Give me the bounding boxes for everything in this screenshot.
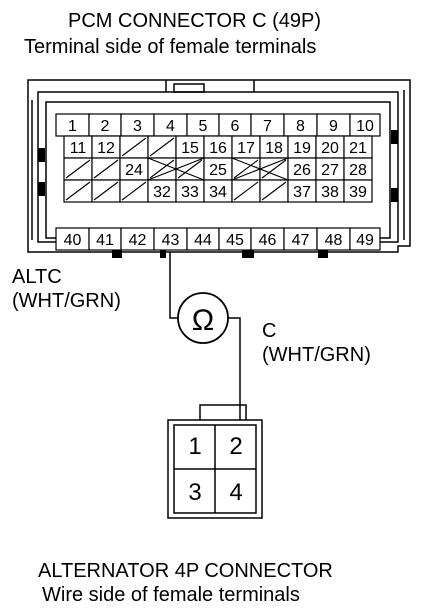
pcm-terminal-label: 45 — [226, 232, 244, 249]
unused-cavity-mark — [261, 181, 287, 201]
pcm-terminal-label: 34 — [209, 184, 227, 201]
pcm-terminal-label: 3 — [133, 118, 142, 135]
ohmmeter-icon: Ω — [177, 292, 229, 344]
alternator-terminal-2: 2 — [229, 433, 242, 460]
pcm-terminal-label: 17 — [237, 140, 255, 157]
pcm-terminal-label: 20 — [321, 140, 339, 157]
unused-cavity-mark — [65, 181, 91, 201]
alternator-connector-title: ALTERNATOR 4P CONNECTOR — [38, 560, 333, 582]
pcm-terminal-label: 47 — [292, 232, 310, 249]
pcm-terminal-label: 5 — [199, 118, 208, 135]
pcm-wire-name: ALTC — [12, 266, 62, 288]
pcm-terminal-label: 32 — [153, 184, 171, 201]
pcm-terminal-label: 16 — [209, 140, 227, 157]
pcm-terminal-label: 6 — [231, 118, 240, 135]
pcm-terminal-label: 44 — [194, 232, 212, 249]
pcm-terminal-label: 18 — [265, 140, 283, 157]
pcm-terminal-49 — [349, 227, 381, 251]
pcm-terminal-label: 33 — [181, 184, 199, 201]
pcm-terminal-label: 15 — [181, 140, 199, 157]
unused-cavity-mark — [93, 159, 119, 179]
pcm-terminal-label: 24 — [125, 162, 143, 179]
alternator-wire-name: C — [262, 320, 277, 342]
pcm-terminal-label: 40 — [64, 232, 82, 249]
pcm-terminal-label: 26 — [293, 162, 311, 179]
pcm-terminal-label: 9 — [329, 118, 338, 135]
alternator-wire-color: (WHT/GRN) — [262, 344, 371, 366]
pcm-terminal-label: 12 — [97, 140, 115, 157]
unused-cavity-mark — [231, 157, 289, 181]
housing-latches — [38, 130, 398, 258]
unused-cavity-mark — [149, 137, 175, 157]
pcm-terminal-label: 42 — [129, 232, 147, 249]
pcm-connector-title: PCM CONNECTOR C (49P) — [68, 10, 321, 32]
unused-cavity-mark — [147, 157, 205, 181]
unused-cavity-mark — [177, 159, 203, 179]
pcm-terminal-label: 48 — [325, 232, 343, 249]
unused-cavity-mark — [65, 159, 91, 179]
pcm-terminal-label: 37 — [293, 184, 311, 201]
pcm-terminal-label: 1 — [68, 118, 77, 135]
pcm-terminal-label: 41 — [96, 232, 114, 249]
pcm-terminal-label: 25 — [209, 162, 227, 179]
unused-cavity-mark — [261, 159, 287, 179]
unused-cavity-mark — [121, 137, 147, 157]
unused-cavity-mark — [233, 181, 259, 201]
alternator-terminal-1: 1 — [188, 433, 201, 460]
pcm-terminal-label: 27 — [321, 162, 339, 179]
pcm-terminal-label: 8 — [296, 118, 305, 135]
pcm-terminal-label: 7 — [263, 118, 272, 135]
pcm-terminal-label: 4 — [166, 118, 175, 135]
pcm-terminal-label: 49 — [356, 232, 374, 249]
pcm-wire-color: (WHT/GRN) — [12, 290, 121, 312]
pcm-terminal-39 — [343, 179, 373, 203]
pcm-terminal-label: 38 — [321, 184, 339, 201]
alternator-connector-subtitle: Wire side of female terminals — [42, 584, 300, 606]
pcm-terminal-label: 21 — [349, 140, 367, 157]
pcm-terminal-label: 43 — [162, 232, 180, 249]
pcm-terminal-label: 2 — [101, 118, 110, 135]
pcm-terminal-label: 28 — [349, 162, 367, 179]
pcm-connector-subtitle: Terminal side of female terminals — [24, 36, 317, 58]
unused-cavity-mark — [149, 159, 175, 179]
alternator-terminal-grid: 1 2 3 4 — [188, 433, 242, 506]
unused-cavity-mark — [121, 181, 147, 201]
pcm-terminal-label: 10 — [356, 118, 374, 135]
test-wire — [169, 252, 241, 420]
pcm-terminal-label: 39 — [349, 184, 367, 201]
pcm-terminal-label: 19 — [293, 140, 311, 157]
unused-cavity-mark — [233, 159, 259, 179]
ohm-symbol: Ω — [192, 304, 214, 337]
unused-cavity-mark — [93, 181, 119, 201]
pcm-terminal-label: 11 — [70, 140, 87, 157]
alternator-terminal-4: 4 — [229, 479, 242, 506]
alternator-terminal-3: 3 — [188, 479, 201, 506]
pcm-terminal-label: 46 — [259, 232, 277, 249]
alternator-connector-housing — [167, 404, 263, 519]
